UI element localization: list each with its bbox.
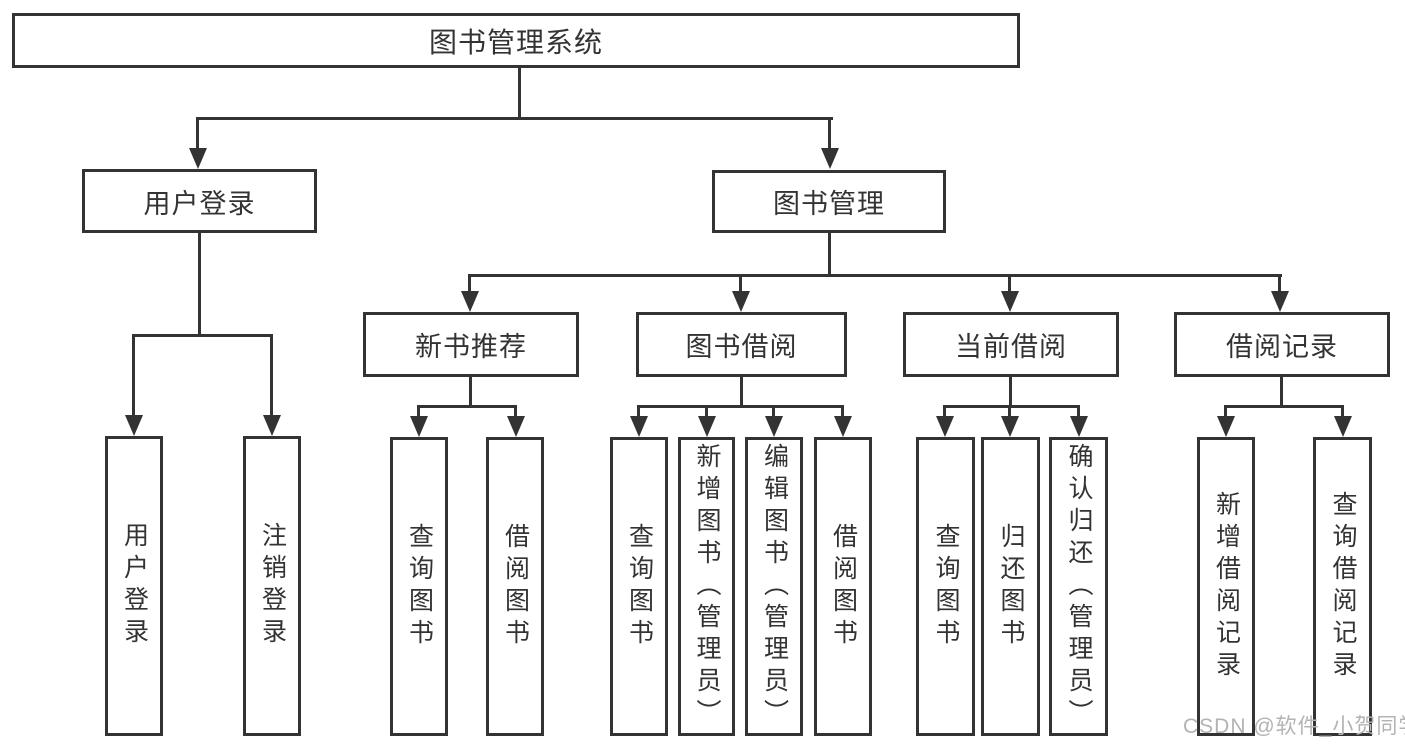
arrow-down-icon bbox=[821, 148, 839, 169]
leaf-user-login: 用户登录 bbox=[105, 436, 163, 736]
node-label: 归还图书 bbox=[997, 522, 1025, 651]
node-label: 用户登录 bbox=[143, 188, 256, 219]
node-borrowing-records: 借阅记录 bbox=[1174, 312, 1390, 377]
arrow-down-icon bbox=[1217, 416, 1235, 437]
arrow-down-icon bbox=[410, 416, 428, 437]
watermark: CSDN @软件_小贺同学 bbox=[1183, 715, 1405, 738]
arrow-down-icon bbox=[630, 416, 648, 437]
connector-line bbox=[1077, 405, 1080, 418]
arrow-down-icon bbox=[1001, 291, 1019, 312]
connector-line bbox=[739, 274, 742, 293]
leaf-query-borrow-record: 查询借阅记录 bbox=[1313, 437, 1372, 736]
leaf-edit-books-admin: 编辑图书（管理员） bbox=[745, 437, 803, 736]
connector-line bbox=[1224, 405, 1227, 418]
node-label: 当前借阅 bbox=[955, 332, 1067, 362]
node-library-management-system: 图书管理系统 bbox=[12, 13, 1020, 68]
leaf-borrow-books-recommend: 借阅图书 bbox=[486, 437, 544, 736]
arrow-down-icon bbox=[189, 148, 207, 169]
node-label: 新增图书（管理员） bbox=[693, 442, 721, 731]
connector-line bbox=[705, 405, 708, 418]
leaf-query-books-borrow: 查询图书 bbox=[610, 437, 668, 736]
node-book-borrowing: 图书借阅 bbox=[636, 312, 847, 377]
connector-line bbox=[828, 117, 831, 151]
node-label: 借阅图书 bbox=[829, 522, 858, 651]
arrow-down-icon bbox=[936, 416, 954, 437]
leaf-logout: 注销登录 bbox=[243, 436, 301, 736]
node-label: 编辑图书（管理员） bbox=[760, 442, 789, 731]
connector-line bbox=[132, 334, 273, 337]
connector-line bbox=[270, 334, 273, 416]
connector-line bbox=[943, 405, 1080, 408]
connector-line bbox=[468, 274, 471, 293]
arrow-down-icon bbox=[263, 415, 281, 436]
connector-line bbox=[1280, 377, 1283, 408]
connector-line bbox=[772, 405, 775, 418]
node-label: 借阅图书 bbox=[501, 522, 530, 651]
node-label: 图书管理 bbox=[773, 189, 885, 219]
connector-line bbox=[828, 233, 831, 276]
connector-line bbox=[841, 405, 844, 418]
connector-line bbox=[198, 233, 201, 336]
leaf-add-books-admin: 新增图书（管理员） bbox=[678, 437, 735, 736]
arrow-down-icon bbox=[698, 416, 716, 437]
leaf-borrow-books: 借阅图书 bbox=[814, 437, 872, 736]
connector-line bbox=[196, 117, 833, 120]
connector-line bbox=[1341, 405, 1344, 418]
connector-line bbox=[637, 405, 640, 418]
node-label: 查询借阅记录 bbox=[1329, 490, 1357, 683]
connector-line bbox=[740, 377, 743, 408]
node-new-book-recommendation: 新书推荐 bbox=[363, 312, 579, 377]
arrow-down-icon bbox=[1271, 291, 1289, 312]
node-current-borrowing: 当前借阅 bbox=[903, 312, 1119, 377]
connector-line bbox=[468, 274, 1282, 277]
arrow-down-icon bbox=[765, 416, 783, 437]
connector-line bbox=[514, 405, 517, 418]
connector-line bbox=[1278, 274, 1281, 293]
arrow-down-icon bbox=[1001, 416, 1019, 437]
connector-line bbox=[1009, 377, 1012, 408]
node-label: 查询图书 bbox=[625, 522, 654, 651]
leaf-query-books-current: 查询图书 bbox=[916, 437, 975, 736]
connector-line bbox=[1224, 405, 1344, 408]
node-label: 新增借阅记录 bbox=[1212, 490, 1241, 683]
arrow-down-icon bbox=[461, 291, 479, 312]
connector-line bbox=[518, 68, 521, 120]
node-label: 图书管理系统 bbox=[428, 26, 603, 58]
arrow-down-icon bbox=[834, 416, 852, 437]
connector-line bbox=[637, 405, 844, 408]
node-user-login: 用户登录 bbox=[82, 169, 317, 233]
node-label: 查询图书 bbox=[405, 522, 434, 651]
connector-line bbox=[469, 377, 472, 408]
connector-line bbox=[132, 334, 135, 416]
node-book-management: 图书管理 bbox=[712, 170, 946, 233]
arrow-down-icon bbox=[507, 416, 525, 437]
connector-line bbox=[1008, 274, 1011, 293]
node-label: 注销登录 bbox=[258, 522, 287, 650]
leaf-add-borrow-record: 新增借阅记录 bbox=[1197, 437, 1255, 736]
connector-line bbox=[943, 405, 946, 418]
node-label: 图书借阅 bbox=[685, 332, 798, 362]
arrow-down-icon bbox=[1334, 416, 1352, 437]
node-label: 查询图书 bbox=[932, 522, 960, 651]
connector-line bbox=[196, 117, 199, 151]
connector-line bbox=[417, 405, 420, 418]
arrow-down-icon bbox=[125, 415, 143, 436]
leaf-confirm-return-admin: 确认归还（管理员） bbox=[1049, 437, 1108, 736]
node-label: 用户登录 bbox=[120, 522, 149, 650]
connector-line bbox=[417, 405, 517, 408]
arrow-down-icon bbox=[1070, 416, 1088, 437]
connector-line bbox=[1008, 405, 1011, 418]
node-label: 确认归还（管理员） bbox=[1065, 442, 1093, 731]
arrow-down-icon bbox=[732, 291, 750, 312]
leaf-query-books-recommend: 查询图书 bbox=[390, 437, 448, 736]
leaf-return-books: 归还图书 bbox=[981, 437, 1040, 736]
node-label: 借阅记录 bbox=[1226, 332, 1338, 362]
node-label: 新书推荐 bbox=[415, 332, 527, 362]
